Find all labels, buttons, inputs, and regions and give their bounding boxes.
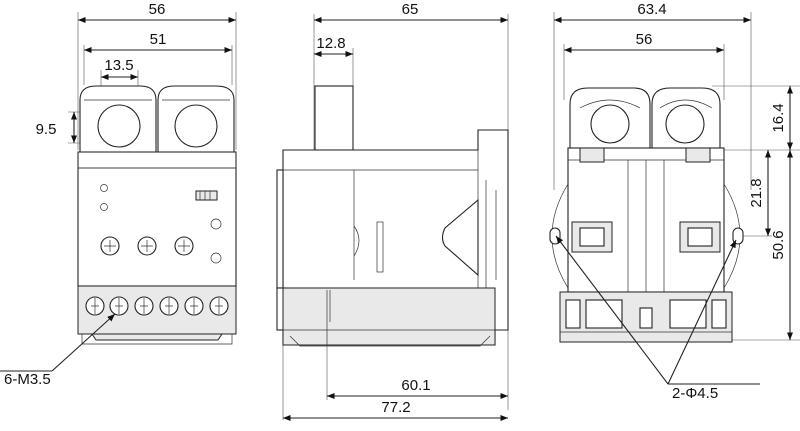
front-view: 56 51 13.5 9.5 — [0, 1, 237, 388]
rear-right-mount-hole — [732, 227, 744, 245]
side-dim-12-8-text: 12.8 — [316, 35, 345, 52]
front-dim-51-text: 51 — [150, 31, 167, 48]
front-dim-13-5-text: 13.5 — [104, 57, 133, 74]
side-cone — [441, 198, 479, 277]
front-callout-leader — [51, 313, 116, 372]
front-terminals — [85, 296, 229, 316]
rear-callout-text: 2-Φ4.5 — [672, 385, 718, 402]
rear-dim-56-text: 56 — [636, 31, 653, 48]
front-adjust-pots — [100, 236, 194, 256]
front-left-hole — [97, 104, 141, 148]
front-callout-text: 6-M3.5 — [4, 371, 51, 388]
rear-callout-leader-right — [667, 239, 737, 385]
front-dim-56-text: 56 — [149, 1, 166, 18]
side-dim-60-1-text: 60.1 — [401, 377, 430, 394]
side-dim-65-text: 65 — [402, 1, 419, 18]
front-right-hole — [174, 104, 218, 148]
rear-dim-50-6-text: 50.6 — [770, 230, 787, 259]
side-base — [282, 287, 496, 346]
side-dim-77-2-text: 77.2 — [381, 399, 410, 416]
front-dim-9-5-text: 9.5 — [36, 121, 57, 138]
rear-left-mount-hole — [549, 227, 561, 245]
rear-callout-leader-left — [555, 235, 669, 385]
front-body — [77, 151, 237, 287]
rear-dim-63-4-text: 63.4 — [637, 1, 666, 18]
side-top-bar — [314, 85, 354, 151]
rear-dim-21-8-text: 21.8 — [748, 178, 765, 207]
rear-dim-16-4-text: 16.4 — [770, 103, 787, 132]
rear-view: 63.4 56 16.4 21.8 50.6 — [549, 1, 800, 402]
side-view: 65 12.8 60.1 77.2 — [276, 1, 509, 422]
front-terminal-block — [77, 285, 237, 335]
